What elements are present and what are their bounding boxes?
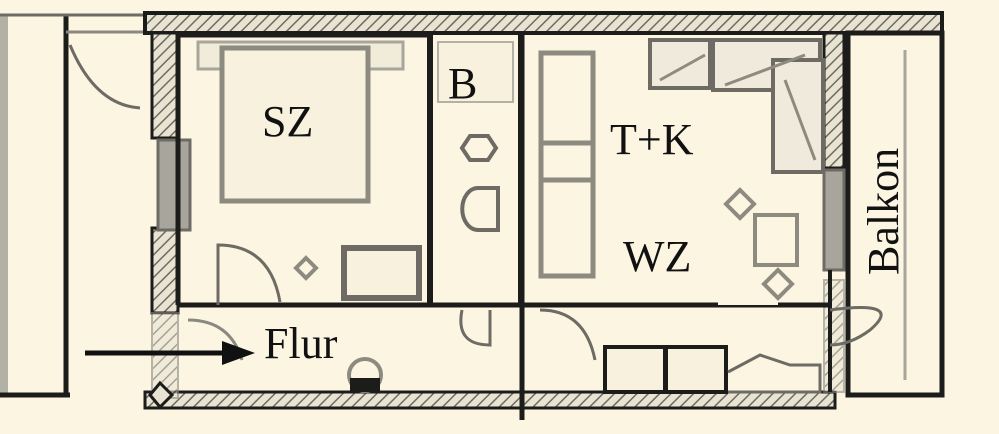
sink [459,134,499,162]
hallway-items [187,318,383,393]
wardrobe [538,50,596,279]
toilet [460,186,500,232]
room-label-bathroom: B [448,59,478,108]
bathroom-door-swing [459,309,492,347]
bathroom-fixtures [437,41,514,347]
living-seating [539,187,883,361]
bed [219,45,371,204]
room-label-hallway: Flur [264,319,338,368]
room-label-kitchen: T+K [610,115,694,164]
bedroom-door-swing [216,243,282,305]
nightstand [341,245,422,301]
room-label-living: WZ [623,232,692,281]
sideboard [603,345,822,394]
plant [293,255,319,281]
room-label-balcony: Balkon [859,147,908,275]
room-label-bedroom: SZ [262,97,314,146]
kitchen-counter [648,38,825,174]
exterior-walls [143,11,944,410]
left-strip [0,13,145,398]
bedroom-furniture [196,40,422,305]
arrow-right-icon [85,341,255,365]
